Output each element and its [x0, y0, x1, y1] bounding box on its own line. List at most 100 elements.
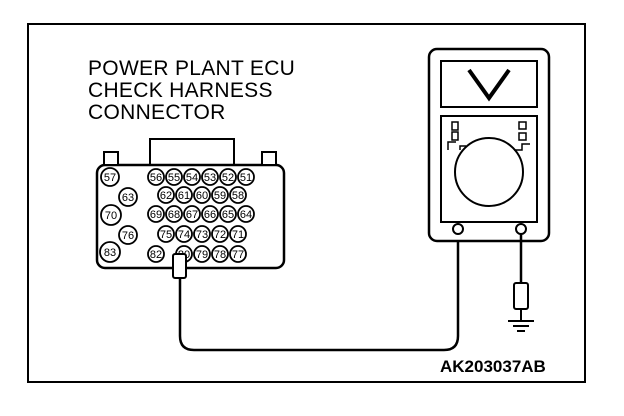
pin-57: 57 — [100, 167, 120, 187]
pin-circle — [211, 245, 229, 263]
pin-circle — [229, 245, 247, 263]
pin-circle — [193, 186, 211, 204]
pin-circle — [165, 168, 183, 186]
pin-label: 67 — [186, 209, 198, 221]
pin-label: 63 — [122, 192, 134, 204]
pin-label: 79 — [196, 249, 208, 261]
pin-label: 54 — [186, 172, 198, 184]
pin-59: 59 — [211, 186, 229, 204]
pin-label: 73 — [196, 229, 208, 241]
pin-label: 56 — [150, 172, 162, 184]
pin-55: 55 — [165, 168, 183, 186]
connector-top-tab — [149, 138, 235, 166]
pin-label: 62 — [160, 190, 172, 202]
test-lead-wire — [178, 232, 460, 352]
pin-circle — [201, 205, 219, 223]
pin-76: 76 — [118, 225, 138, 245]
pin-79: 79 — [193, 245, 211, 263]
probe-tip — [172, 253, 187, 279]
pin-83: 83 — [99, 241, 121, 263]
pin-circle — [193, 225, 211, 243]
pin-label: 78 — [214, 249, 226, 261]
pin-label: 72 — [214, 229, 226, 241]
pin-56: 56 — [147, 168, 165, 186]
ground-lead — [508, 234, 534, 332]
multimeter — [427, 47, 551, 243]
pin-label: 68 — [168, 209, 180, 221]
rotary-dial — [454, 137, 524, 207]
pin-61: 61 — [175, 186, 193, 204]
pin-63: 63 — [118, 187, 138, 207]
pin-circle — [147, 245, 165, 263]
pin-label: 60 — [196, 190, 208, 202]
pin-label: 70 — [105, 210, 117, 222]
range-marker-icon — [451, 121, 459, 131]
pin-68: 68 — [165, 205, 183, 223]
ground-clip — [513, 282, 529, 310]
pin-label: 64 — [240, 209, 252, 221]
pin-circle — [229, 225, 247, 243]
pin-circle — [237, 168, 255, 186]
dial-scale-mark-icon — [514, 143, 530, 151]
pin-circle — [147, 168, 165, 186]
pin-circle — [229, 186, 247, 204]
pin-circle — [219, 205, 237, 223]
pin-circle — [219, 168, 237, 186]
connector-title-line-2: CHECK HARNESS — [88, 79, 273, 102]
meter-terminal-left — [452, 223, 464, 235]
pin-label: 66 — [204, 209, 216, 221]
pin-label: 55 — [168, 172, 180, 184]
range-marker-icon — [518, 132, 527, 141]
pin-78: 78 — [211, 245, 229, 263]
pin-circle — [201, 168, 219, 186]
pin-label: 69 — [150, 209, 162, 221]
connector-latch-left — [103, 151, 119, 166]
pin-label: 75 — [160, 229, 172, 241]
range-marker-icon — [518, 121, 527, 130]
pin-label: 58 — [232, 190, 244, 202]
pin-label: 61 — [178, 190, 190, 202]
pin-circle — [175, 225, 193, 243]
pin-75: 75 — [157, 225, 175, 243]
pin-51: 51 — [237, 168, 255, 186]
pin-circle — [237, 205, 255, 223]
range-marker-icon — [451, 131, 459, 141]
pin-67: 67 — [183, 205, 201, 223]
pin-54: 54 — [183, 168, 201, 186]
pin-label: 52 — [222, 172, 234, 184]
pin-label: 71 — [232, 229, 244, 241]
pin-label: 77 — [232, 249, 244, 261]
pin-circle — [183, 168, 201, 186]
pin-circle — [118, 225, 138, 245]
pin-74: 74 — [175, 225, 193, 243]
pin-label: 59 — [214, 190, 226, 202]
pin-label: 83 — [104, 247, 116, 259]
pin-circle — [211, 186, 229, 204]
pin-label: 82 — [150, 249, 162, 261]
figure-code: AK203037AB — [440, 357, 546, 376]
test-probe — [172, 253, 187, 279]
pin-60: 60 — [193, 186, 211, 204]
pin-70: 70 — [100, 204, 122, 226]
pin-circle — [157, 186, 175, 204]
pin-72: 72 — [211, 225, 229, 243]
voltage-symbol-icon — [467, 68, 511, 102]
pin-circle — [211, 225, 229, 243]
pin-label: 57 — [104, 172, 116, 184]
pin-62: 62 — [157, 186, 175, 204]
pin-circle — [165, 205, 183, 223]
pin-circle — [183, 205, 201, 223]
pin-58: 58 — [229, 186, 247, 204]
pin-53: 53 — [201, 168, 219, 186]
pin-69: 69 — [147, 205, 165, 223]
pin-82: 82 — [147, 245, 165, 263]
pin-circle — [193, 245, 211, 263]
meter-terminal-right — [515, 223, 527, 235]
pin-64: 64 — [237, 205, 255, 223]
pin-circle — [147, 205, 165, 223]
pin-label: 51 — [240, 172, 252, 184]
pin-73: 73 — [193, 225, 211, 243]
connector-title-line-1: POWER PLANT ECU — [88, 57, 296, 80]
pin-label: 53 — [204, 172, 216, 184]
